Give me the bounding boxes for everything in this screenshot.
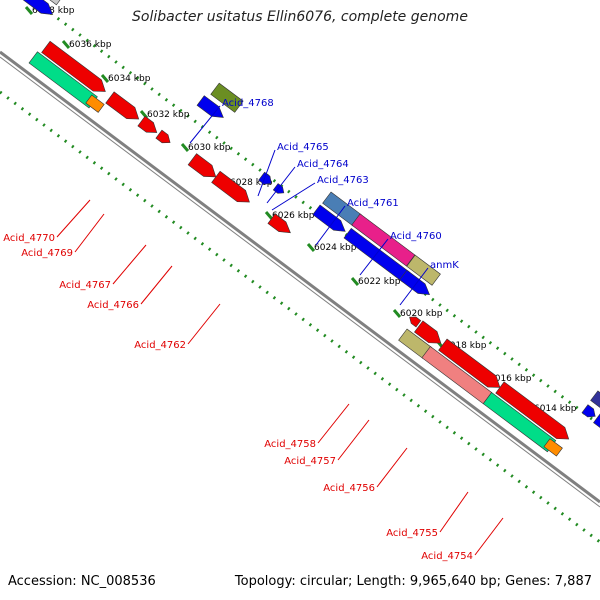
label-acid-4755-leader (439, 491, 469, 533)
ruler-major-tick (61, 40, 71, 49)
gene-box (85, 94, 105, 113)
label-acid-4760: Acid_4760 (390, 231, 442, 242)
label-acid-4770-leader (56, 199, 91, 238)
ruler-tick-label: 6038 kbp (32, 6, 75, 16)
label-acid-4766: Acid_4766 (87, 300, 139, 311)
gene-box (210, 82, 244, 113)
ruler-lower-line (0, 90, 600, 544)
label-acid-4763-leader (271, 182, 316, 211)
gene-arrow (267, 213, 291, 234)
gene-box (406, 254, 441, 286)
label-acid-4761: Acid_4761 (347, 198, 399, 209)
ruler-tick-label: 6018 kbp (444, 341, 487, 351)
ruler-tick-label: 6022 kbp (358, 277, 401, 287)
ruler-tick-label: 6026 kbp (272, 211, 315, 221)
gene-arrow (438, 338, 501, 388)
label-acid-4762-leader (187, 303, 221, 345)
gene-arrow (581, 404, 596, 418)
ruler-layer: 6038 kbp 6036 kbp 6034 kbp 6032 kbp 6030 kbp… (0, 0, 600, 544)
label-acid-4755: Acid_4755 (386, 528, 438, 539)
ruler-tick-label: 6028 kbp (230, 178, 273, 188)
label-acid-4758: Acid_4758 (264, 439, 316, 450)
ruler-tick-label: 6036 kbp (69, 40, 112, 50)
label-acid-4757: Acid_4757 (284, 456, 336, 467)
backbone-line (0, 50, 600, 504)
label-acid-4764: Acid_4764 (297, 159, 349, 170)
ruler-major-tick (24, 6, 34, 15)
ruler-major-tick (180, 143, 190, 152)
ruler-upper-line (30, 0, 600, 427)
gene-arrow (312, 204, 346, 232)
gene-box (351, 213, 416, 267)
label-acid-4770: Acid_4770 (3, 233, 55, 244)
label-acid-4762: Acid_4762 (134, 340, 186, 351)
gene-arrow (495, 381, 570, 440)
gene-arrow (399, 269, 430, 295)
ruler-major-tick (100, 74, 110, 83)
gene-arrow (593, 413, 600, 428)
label-acid-4758-leader (317, 403, 350, 444)
gene-arrow (414, 320, 442, 344)
gene-arrow (187, 153, 217, 178)
gene-arrow (137, 115, 158, 133)
gene-arrow (22, 0, 54, 15)
gene-arrow (155, 129, 171, 144)
ruler-major-tick (306, 243, 316, 252)
ruler-tick-label: 6020 kbp (400, 309, 443, 319)
label-acid-4765-leader (257, 149, 276, 197)
gene-box (590, 390, 600, 408)
label-acid-4767: Acid_4767 (59, 280, 111, 291)
gene-box (543, 438, 563, 457)
label-acid-4765: Acid_4765 (277, 142, 329, 153)
label-acid-4763: Acid_4763 (317, 175, 369, 186)
gene-box (49, 0, 61, 6)
label-acid-4768: Acid_4768 (222, 98, 274, 109)
label-acid-4756: Acid_4756 (323, 483, 375, 494)
backbone-layer (0, 50, 600, 508)
ruler-tick-label: 6032 kbp (147, 110, 190, 120)
ruler-tick-label: 6024 kbp (314, 243, 357, 253)
gene-box (28, 51, 98, 109)
ruler-tick-label: 6016 kbp (489, 374, 532, 384)
label-acid-4760-leader (359, 238, 389, 276)
gene-arrow (41, 40, 106, 92)
label-acid-4757-leader (337, 419, 370, 461)
label-acid-4761-leader (315, 205, 346, 246)
label-acid-4754: Acid_4754 (421, 551, 473, 562)
gene-layer (22, 0, 600, 457)
label-layer: Acid_4768Acid_4765Acid_4764Acid_4763Acid… (3, 98, 504, 562)
backbone-line-inner (0, 56, 600, 508)
label-anmk-leader (399, 267, 429, 306)
ruler-major-tick (392, 309, 402, 318)
ruler-major-tick (350, 277, 360, 286)
label-anmk: anmK (430, 260, 459, 271)
label-acid-4766-leader (140, 265, 173, 305)
gene-box (482, 392, 557, 453)
accession-text: Accession: NC_008536 (8, 574, 156, 589)
label-acid-4768-leader (189, 105, 221, 144)
ruler-tick-label: 6014 kbp (534, 404, 577, 414)
label-acid-4754-leader (474, 517, 504, 556)
page-title: Solibacter usitatus Ellin6076, complete … (132, 9, 468, 25)
gene-arrow (211, 170, 250, 203)
label-acid-4767-leader (112, 244, 147, 285)
ruler-tick-label: 6034 kbp (108, 74, 151, 84)
ruler-tick-label: 6030 kbp (188, 143, 231, 153)
label-acid-4764-leader (266, 166, 296, 204)
ruler-major-tick (264, 211, 274, 220)
genome-summary-text: Topology: circular; Length: 9,965,640 bp… (234, 574, 592, 589)
gene-arrow (196, 95, 224, 118)
label-acid-4769: Acid_4769 (21, 248, 73, 259)
gene-arrow (409, 316, 422, 328)
gene-arrow (105, 91, 140, 120)
label-acid-4756-leader (376, 447, 408, 488)
label-acid-4769-leader (74, 213, 105, 253)
